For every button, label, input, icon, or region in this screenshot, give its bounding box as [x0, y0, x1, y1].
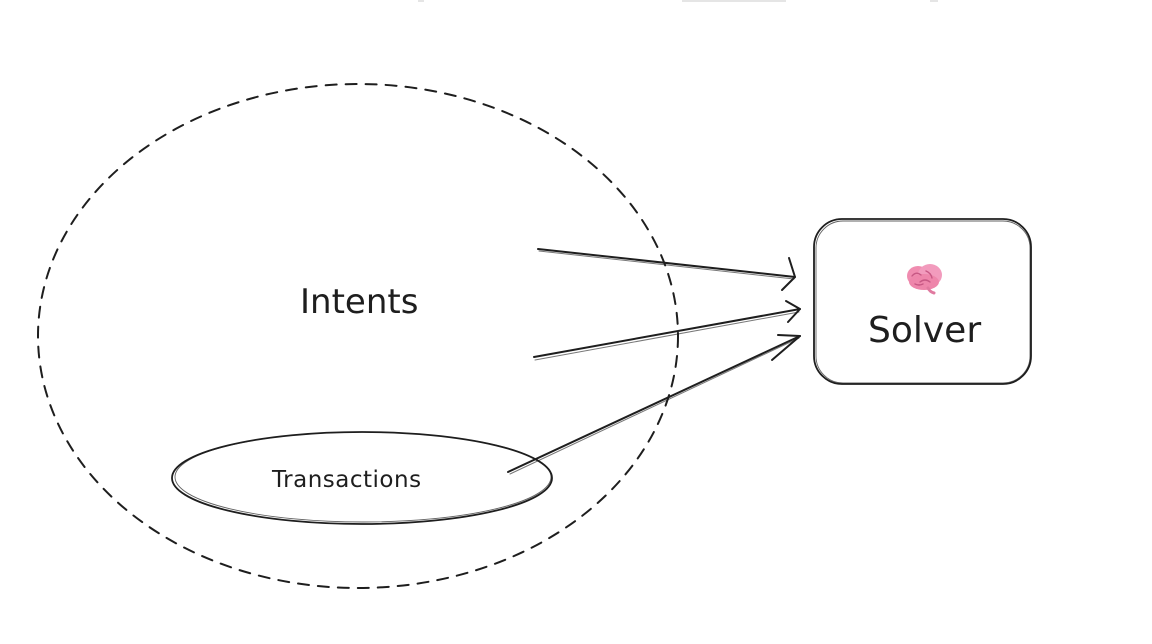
transactions-label: Transactions: [271, 467, 422, 493]
solver-label: Solver: [868, 310, 981, 351]
arrow-intents-to-solver-middle: [533, 300, 801, 361]
solver-box[interactable]: [813, 218, 1032, 385]
brain-icon: [907, 264, 942, 295]
arrow-intents-to-solver-top: [537, 248, 796, 291]
intents-region[interactable]: [37, 83, 679, 589]
transactions-region[interactable]: [171, 431, 553, 525]
intents-label: Intents: [300, 282, 418, 322]
arrow-transactions-to-solver: [507, 334, 801, 475]
